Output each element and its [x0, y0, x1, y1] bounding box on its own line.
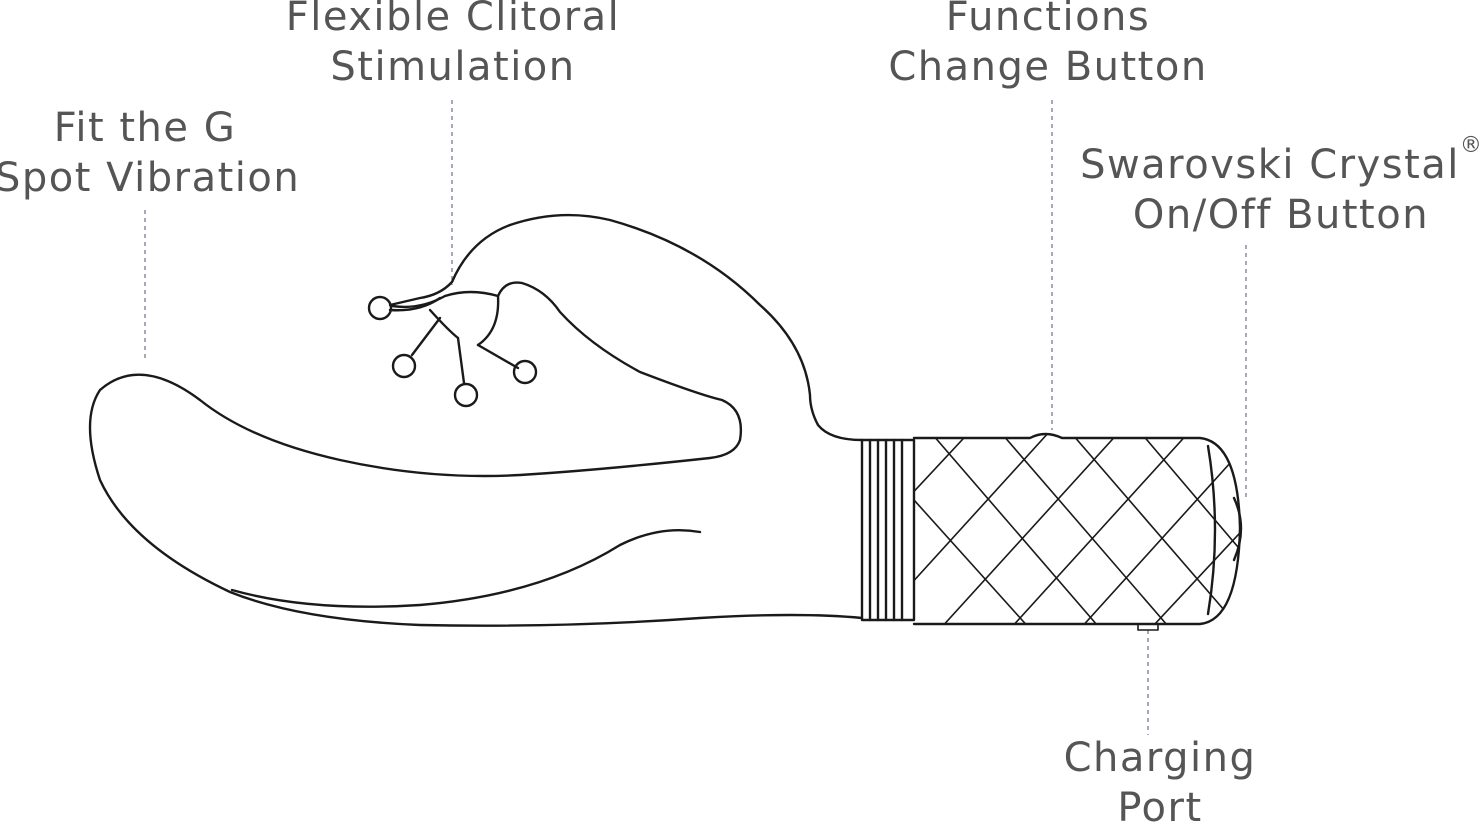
label-charging-line2: Port	[1117, 785, 1203, 831]
quilted-pattern	[914, 434, 1240, 624]
label-onoff-line2: On/Off Button	[1132, 192, 1430, 238]
end-cap-seam	[1206, 444, 1217, 616]
foot-tip-top	[367, 295, 393, 321]
registered-mark: ®	[1459, 133, 1482, 158]
foot-tip-middle	[453, 382, 479, 408]
shaft-crease-line	[230, 529, 702, 608]
label-clitoral: Flexible Clitoral Stimulation	[280, 0, 626, 92]
clitoral-feet	[367, 290, 538, 408]
gspot-arm-outline	[88, 213, 864, 627]
label-functions: Functions Change Button	[880, 0, 1216, 92]
label-onoff: Swarovski Crystal® On/Off Button	[1080, 135, 1482, 240]
foot-tip-left	[391, 353, 417, 379]
label-charging: Charging Port	[1040, 733, 1280, 833]
handle-outline	[912, 432, 1242, 626]
collar-ring	[860, 438, 916, 622]
label-onoff-line1: Swarovski Crystal®	[1080, 135, 1482, 190]
on-off-button-shape	[1232, 496, 1243, 562]
label-clitoral-line2: Stimulation	[330, 44, 576, 90]
label-functions-line1: Functions	[945, 0, 1151, 40]
label-functions-line2: Change Button	[888, 44, 1208, 90]
label-gspot: Fit the G Spot Vibration	[0, 103, 301, 203]
charging-port-shape	[1137, 623, 1159, 631]
leader-lines	[144, 100, 1247, 735]
label-onoff-line1-text: Swarovski Crystal	[1080, 142, 1460, 188]
label-clitoral-line1: Flexible Clitoral	[285, 0, 621, 40]
label-charging-line1: Charging	[1063, 735, 1257, 781]
label-gspot-line2: Spot Vibration	[0, 155, 301, 201]
foot-tip-right	[512, 359, 538, 385]
label-gspot-line1: Fit the G	[53, 105, 237, 151]
